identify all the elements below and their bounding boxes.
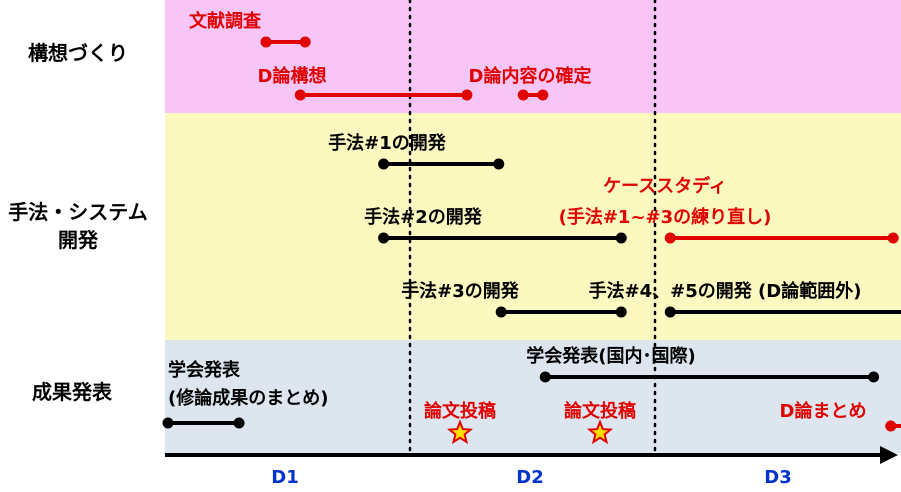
task-label: D論まとめ <box>780 400 867 422</box>
task-bar-end <box>493 158 505 170</box>
task-5: ケーススタディ (手法#1~#3の練り直し) <box>559 175 899 244</box>
task-label: 手法#3の開発 <box>401 280 520 302</box>
task-12: D論まとめ <box>780 400 901 432</box>
task-bar-end <box>887 232 899 244</box>
task-6: 手法#3の開発 <box>401 280 627 318</box>
task-bar-start <box>885 420 897 432</box>
row-label-results: 成果発表 <box>32 380 113 404</box>
task-8: 学会発表(国内･国際) <box>526 345 880 383</box>
task-label: 文献調査 <box>189 10 261 32</box>
task-bar-start <box>495 306 507 318</box>
task-1: D論構想 <box>258 65 473 101</box>
task-bar-end <box>461 89 473 101</box>
task-bar-start <box>378 232 390 244</box>
task-label: 手法#4、#5の開発 (D論範囲外) <box>589 280 862 302</box>
row-band-method <box>165 113 901 340</box>
task-bar-end <box>537 89 549 101</box>
task-label: 学会発表 <box>168 359 241 381</box>
task-label: 論文投稿 <box>564 400 636 422</box>
task-label: ケーススタディ <box>603 175 727 197</box>
task-bar-end <box>615 306 627 318</box>
task-2: D論内容の確定 <box>469 65 592 101</box>
axis-label-d3: D3 <box>764 467 791 488</box>
task-bar-start <box>260 36 272 48</box>
milestone-star-icon <box>586 419 614 445</box>
task-0: 文献調査 <box>189 10 311 48</box>
task-label: 論文投稿 <box>424 400 496 422</box>
task-bar-end <box>868 371 880 383</box>
task-label: 学会発表(国内･国際) <box>526 345 695 367</box>
task-label: 手法#2の開発 <box>364 206 483 228</box>
axis-label-d2: D2 <box>516 467 543 488</box>
task-bar-start <box>664 306 676 318</box>
task-bar-end <box>299 36 311 48</box>
task-bar-start <box>378 158 390 170</box>
task-label: (手法#1~#3の練り直し) <box>559 206 772 228</box>
task-bar-start <box>539 371 551 383</box>
task-3: 手法#1の開発 <box>328 132 505 170</box>
task-label: 手法#1の開発 <box>328 132 447 154</box>
row-label-concept: 構想づくり <box>28 41 128 65</box>
axis-label-d1: D1 <box>271 467 298 488</box>
task-bar-start <box>664 232 676 244</box>
row-label-method-line1: 手法・システム <box>8 200 147 224</box>
task-11: 論文投稿 <box>564 400 636 445</box>
row-label-method-line2: 開発 <box>58 228 99 252</box>
milestone-star-icon <box>446 419 474 445</box>
task-label: D論内容の確定 <box>469 65 592 87</box>
row-band-results <box>165 340 901 453</box>
task-label: (修論成果のまとめ) <box>168 387 328 409</box>
task-10: 論文投稿 <box>424 400 496 445</box>
task-bar-start <box>517 89 529 101</box>
task-bar-start <box>162 417 174 429</box>
task-bar-end <box>615 232 627 244</box>
task-9: 学会発表 (修論成果のまとめ) <box>162 359 328 429</box>
task-bar-end <box>233 417 245 429</box>
task-4: 手法#2の開発 <box>364 206 627 244</box>
task-label: D論構想 <box>258 65 327 87</box>
task-bar-start <box>294 89 306 101</box>
time-axis-arrowhead <box>880 446 898 464</box>
